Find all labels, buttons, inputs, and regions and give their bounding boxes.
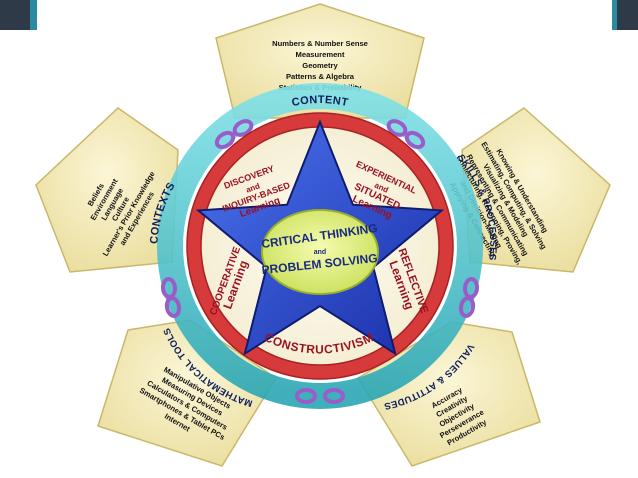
center-line-2: and: [314, 249, 326, 256]
content-item: Patterns & Algebra: [286, 72, 355, 81]
content-item: Geometry: [302, 61, 338, 70]
pentagon-contexts: [35, 107, 179, 273]
center-ellipse: [261, 209, 379, 295]
chain-links: [160, 119, 480, 404]
corner-decoration-right: [612, 0, 638, 30]
content-item: Numbers & Number Sense: [272, 39, 368, 48]
content-item: Measurement: [296, 50, 345, 59]
pentagon-skills: [461, 107, 611, 273]
corner-decoration-left: [0, 0, 38, 30]
outer-band: [157, 83, 483, 409]
content-title: CONTENT: [291, 94, 349, 109]
